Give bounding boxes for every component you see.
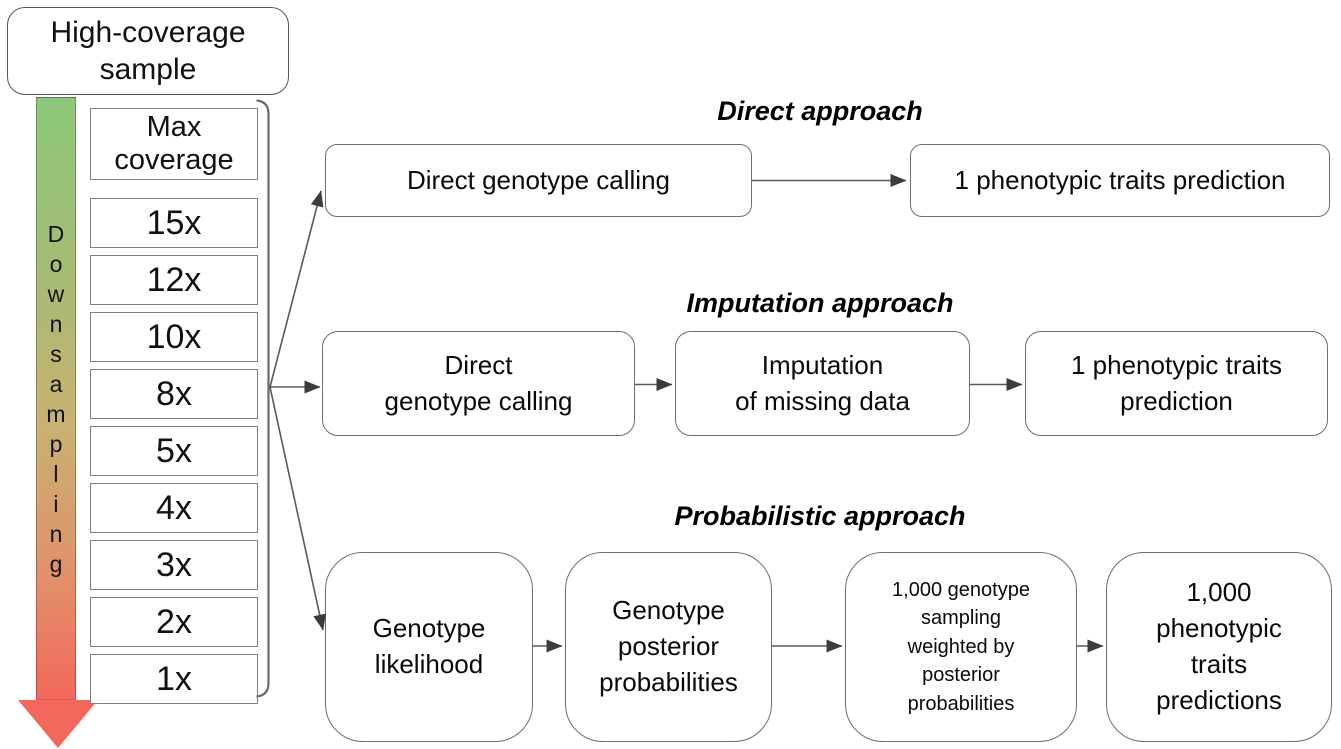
- coverage-bracket: [256, 99, 270, 698]
- flow-box-genotype-posterior-probabilities: Genotype posterior probabilities: [565, 552, 772, 742]
- downsampling-label: D o w n s a m p l i n g: [46, 220, 66, 577]
- downsampling-arrow-shaft: [36, 97, 76, 700]
- coverage-item: 4x: [90, 483, 258, 533]
- flow-box-imputation-missing-data: Imputation of missing data: [675, 331, 970, 436]
- coverage-list: Max coverage 15x 12x 10x 8x 5x 4x 3x 2x …: [90, 108, 258, 704]
- heading-direct-approach: Direct approach: [717, 96, 923, 126]
- heading-imputation-approach: Imputation approach: [686, 288, 954, 318]
- flow-box-phenotypic-predictions-probabilistic: 1,000 phenotypic traits predictions: [1106, 552, 1332, 742]
- flow-box-phenotypic-prediction-direct: 1 phenotypic traits prediction: [910, 144, 1330, 217]
- downsampling-arrow-head: [18, 700, 98, 748]
- high-coverage-sample-box: High-coverage sample: [7, 7, 289, 95]
- heading-probabilistic-approach: Probabilistic approach: [674, 501, 966, 531]
- flow-box-genotype-sampling: 1,000 genotype sampling weighted by post…: [845, 552, 1077, 742]
- coverage-item: Max coverage: [90, 108, 258, 180]
- coverage-item: 1x: [90, 654, 258, 704]
- coverage-item: 12x: [90, 255, 258, 305]
- arrow-branch-direct: [269, 190, 324, 388]
- flow-box-direct-genotype-calling-imputation: Direct genotype calling: [322, 331, 635, 436]
- arrow-branch-probabilistic: [269, 386, 327, 631]
- flow-box-phenotypic-prediction-imputation: 1 phenotypic traits prediction: [1025, 331, 1328, 436]
- coverage-item: 5x: [90, 426, 258, 476]
- flow-box-genotype-likelihood: Genotype likelihood: [325, 552, 533, 742]
- coverage-item: 2x: [90, 597, 258, 647]
- coverage-item: 3x: [90, 540, 258, 590]
- flow-box-direct-genotype-calling: Direct genotype calling: [325, 144, 752, 217]
- coverage-item: 15x: [90, 198, 258, 248]
- coverage-item: 8x: [90, 369, 258, 419]
- coverage-item: 10x: [90, 312, 258, 362]
